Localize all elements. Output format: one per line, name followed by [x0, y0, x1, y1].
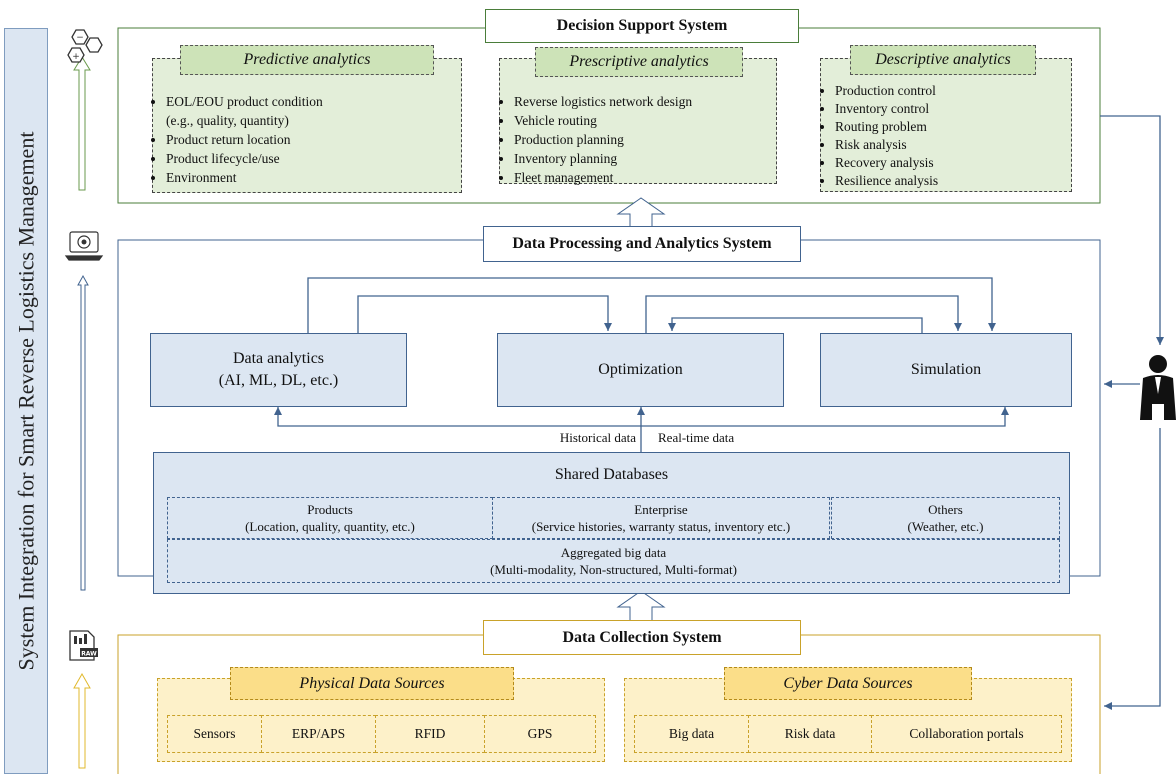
simulation-box: Simulation: [820, 333, 1072, 407]
left-arrow-green: [73, 56, 91, 191]
list-item: Reverse logistics network design: [514, 92, 778, 111]
prescriptive-analytics-heading: Prescriptive analytics: [535, 47, 743, 77]
raw-data-file-icon: RAW: [69, 630, 98, 661]
source-gps: GPS: [484, 715, 596, 753]
prescriptive-list: Reverse logistics network design Vehicle…: [488, 92, 778, 187]
source-erp-aps: ERP/APS: [261, 715, 376, 753]
source-risk-data: Risk data: [748, 715, 872, 753]
line-db-to-simulation: [641, 407, 1009, 427]
businessman-icon: [1140, 355, 1176, 420]
list-item: (e.g., quality, quantity): [166, 113, 289, 128]
line-analytics-to-optimization: [357, 295, 612, 333]
list-item: Production control: [835, 82, 1071, 100]
list-item: Product return location: [166, 130, 460, 149]
svg-text:+: +: [72, 52, 80, 62]
arrow-processing-to-decision: [616, 197, 666, 229]
decision-system-title: Decision Support System: [485, 9, 799, 43]
db-others: Others (Weather, etc.): [831, 497, 1060, 539]
left-arrow-blue: [77, 274, 89, 591]
line-simulation-to-optimization: [668, 317, 923, 333]
line-db-to-analytics: [274, 407, 641, 427]
list-item: Environment: [166, 168, 460, 187]
db-enterprise: Enterprise (Service histories, warranty …: [492, 497, 830, 539]
list-item: Routing problem: [835, 118, 1071, 136]
line-optimization-to-simulation: [645, 295, 962, 333]
left-arrow-yellow: [73, 672, 91, 769]
predictive-analytics-panel: [152, 58, 462, 193]
db-aggregated: Aggregated big data (Multi-modality, Non…: [167, 539, 1060, 583]
hexagon-network-icon: − +: [67, 29, 103, 63]
list-item: Recovery analysis: [835, 154, 1071, 172]
collection-system-title: Data Collection System: [483, 620, 801, 655]
list-item: Risk analysis: [835, 136, 1071, 154]
list-item: Production planning: [514, 130, 778, 149]
shared-databases-panel: [153, 452, 1070, 594]
list-item: EOL/EOU product condition: [166, 92, 460, 111]
optimization-box: Optimization: [497, 333, 784, 407]
cyber-sources-heading: Cyber Data Sources: [724, 667, 972, 700]
data-analytics-box: Data analytics (AI, ML, DL, etc.): [150, 333, 407, 407]
source-big-data: Big data: [634, 715, 749, 753]
source-collaboration-portals: Collaboration portals: [871, 715, 1062, 753]
arrow-collection-to-processing: [616, 590, 666, 623]
descriptive-list: Production control Inventory control Rou…: [809, 82, 1071, 190]
line-user-to-collection: [1104, 428, 1161, 710]
line-analytics-to-simulation: [307, 277, 996, 333]
list-item: Product lifecycle/use: [166, 149, 460, 168]
svg-text:RAW: RAW: [81, 651, 97, 658]
svg-text:−: −: [76, 33, 84, 43]
prescriptive-analytics-panel: [499, 58, 777, 184]
physical-sources-heading: Physical Data Sources: [230, 667, 514, 700]
predictive-list: EOL/EOU product condition (e.g., quality…: [140, 92, 460, 187]
realtime-data-label: Real-time data: [658, 430, 735, 445]
list-item: Inventory planning: [514, 149, 778, 168]
list-item: Resilience analysis: [835, 172, 1071, 190]
source-rfid: RFID: [375, 715, 485, 753]
line-decision-to-user: [1100, 115, 1164, 345]
descriptive-analytics-heading: Descriptive analytics: [850, 45, 1036, 75]
db-products: Products (Location, quality, quantity, e…: [167, 497, 493, 539]
historical-data-label: Historical data: [559, 430, 636, 445]
list-item: Inventory control: [835, 100, 1071, 118]
list-item: Vehicle routing: [514, 111, 778, 130]
side-band: [4, 28, 48, 774]
processing-system-title: Data Processing and Analytics System: [483, 226, 801, 262]
predictive-analytics-heading: Predictive analytics: [180, 45, 434, 75]
source-sensors: Sensors: [167, 715, 262, 753]
shared-databases-title: Shared Databases: [554, 466, 669, 483]
laptop-gear-icon: [64, 231, 104, 261]
list-item: Fleet management: [514, 168, 778, 187]
